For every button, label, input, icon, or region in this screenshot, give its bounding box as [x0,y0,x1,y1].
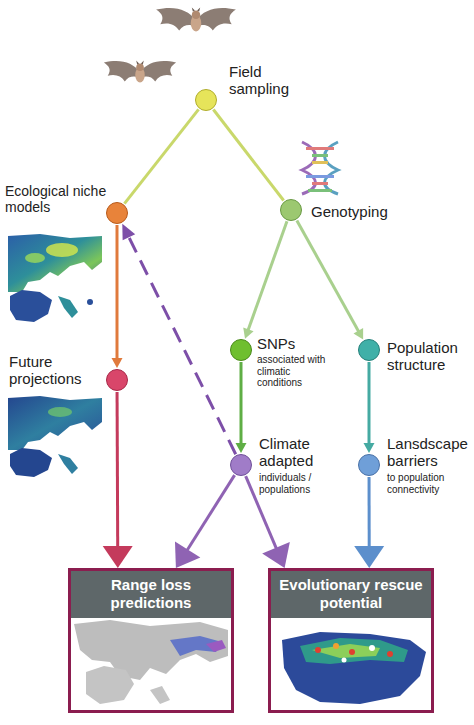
arrow-head [364,443,375,453]
flow-arrow [124,109,198,203]
outcome-box: Evolutionary rescue potential [268,568,434,713]
connector-line [368,477,371,547]
flow-arrow [175,475,235,568]
step-circle: Lansdscape barriersto population connect… [358,454,380,476]
step-label: Genotyping [311,203,421,220]
box-header: Range loss predictions [71,571,231,618]
box-title: Range loss predictions [75,576,227,612]
connector-line [368,362,371,444]
connector-line [124,109,198,203]
step-label: SNPs [257,335,337,352]
range-loss-map [71,618,231,710]
step-sublabel: associated with climatic conditions [257,354,337,389]
niche-map [8,234,102,322]
flow-arrow [354,477,384,568]
arrow-head [262,542,290,568]
arrow-head [236,443,247,453]
connector-line [116,225,119,359]
step-label: Future projections [9,353,101,388]
arrow-head [353,328,363,339]
step-circle: Population structure [358,339,380,361]
future-map [8,396,102,477]
dashed-arrow [122,224,235,454]
flow-arrow [103,392,133,568]
step-sublabel: individuals / populations [259,472,339,495]
step-circle: Future projections [106,369,128,391]
bat-icon [104,61,176,83]
step-label: Climate adapted [259,435,343,470]
step-label: Ecological niche models [5,183,107,215]
dna-icon [302,142,338,194]
step-circle: Genotyping [280,199,302,221]
arrow-head [122,224,135,241]
connector-line [297,220,359,331]
flow-arrow [236,362,247,453]
outcome-box: Range loss predictions [68,568,234,713]
connector-line [240,362,243,444]
connector-line [248,221,287,330]
flow-arrow [112,225,123,368]
arrow-head [103,546,133,568]
step-circle: Climate adaptedindividuals / populations [230,454,252,476]
step-sublabel: to population connectivity [387,472,471,495]
flow-arrow [297,220,363,339]
step-label: Population structure [387,339,473,374]
rescue-map [271,618,431,710]
box-header: Evolutionary rescue potential [271,571,431,618]
connector-line [116,392,120,547]
step-circle: SNPsassociated with climatic conditions [230,339,252,361]
flow-arrow [364,362,375,453]
arrow-head [243,327,253,338]
step-circle: Ecological niche models [106,202,128,224]
step-circle: Field sampling [195,89,217,111]
connector-line [187,475,234,550]
arrow-head [112,358,123,368]
step-label: Lansdscape barriers [387,435,473,470]
flow-arrow [213,109,283,200]
box-title: Evolutionary rescue potential [275,576,427,612]
arrow-head [175,541,200,568]
flow-arrow [243,221,287,338]
step-label: Field sampling [229,63,319,98]
bat-icon [156,7,236,31]
connector-line [128,236,235,454]
arrow-head [354,546,384,568]
connector-line [213,109,283,200]
